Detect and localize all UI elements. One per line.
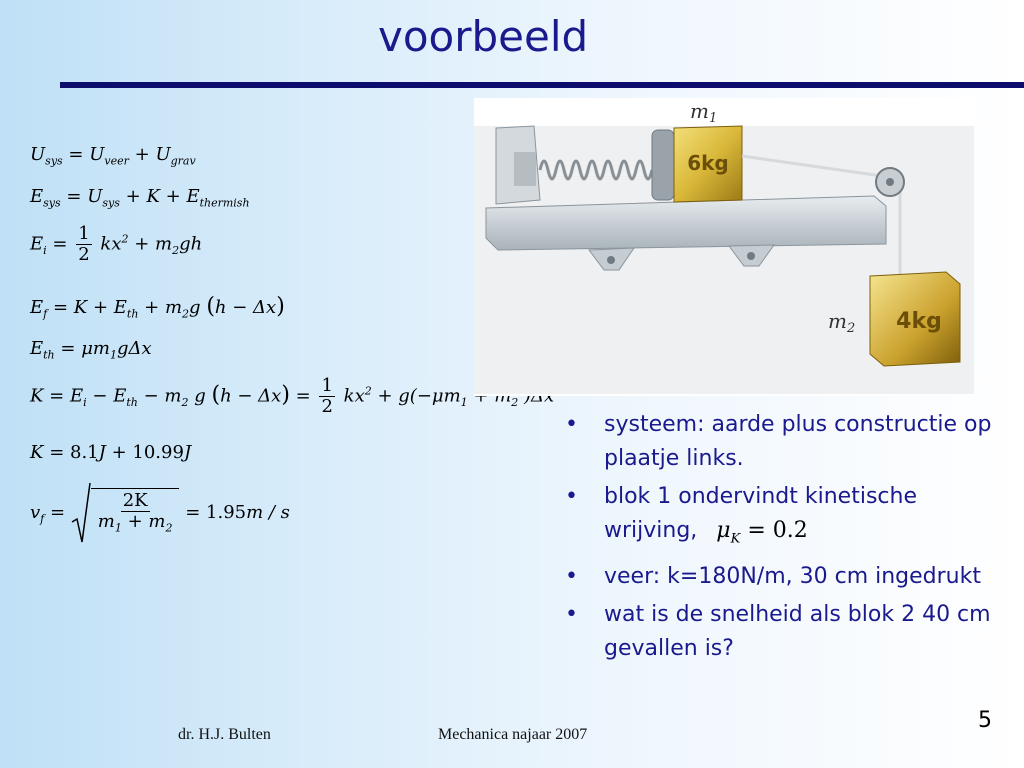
equation-k-result: K = 8.1J + 10.99J: [30, 442, 192, 463]
bullet-item-spring: • veer: k=180N/m, 30 cm ingedrukt: [565, 564, 981, 590]
setup-illustration: 6kg 4kg m1 m2: [474, 98, 974, 396]
m1-label: m1: [690, 99, 717, 126]
bullet-list: • systeem: aarde plus constructie op pla…: [565, 408, 1005, 670]
footer-course: Mechanica najaar 2007: [438, 726, 588, 743]
spring: [538, 159, 654, 181]
table-plank: [485, 195, 887, 251]
equation-final-velocity: vf = 2K m1 + m2 = 1.95m / s: [30, 482, 290, 544]
spring-block-pulley-diagram: 6kg 4kg m1 m2: [474, 99, 974, 394]
bullet-item-system: • systeem: aarde plus constructie op pla…: [565, 412, 992, 471]
block-m1-mass-label: 6kg: [687, 151, 729, 175]
rope-horizontal: [741, 154, 883, 178]
equation-e-thermal: Eth = μm1gΔx: [30, 338, 152, 362]
block-m2: [869, 271, 961, 367]
footer-author: dr. H.J. Bulten: [178, 726, 271, 743]
bracket-plate: [514, 152, 536, 186]
leg-bolt-right: [747, 252, 755, 260]
block-m1: [673, 125, 743, 203]
block-m2-mass-label: 4kg: [896, 309, 942, 334]
bullet-item-question: • wat is de snelheid als blok 2 40 cm ge…: [565, 602, 991, 662]
equation-e-final: Ef = K + Eth + m2g (h − Δx): [30, 294, 285, 321]
equation-e-sys: Esys = Usys + K + Ethermish: [30, 186, 250, 210]
pulley-axle: [886, 178, 894, 186]
slide-title: voorbeeld: [378, 12, 589, 61]
spring-plate: [651, 129, 675, 201]
sqrt-sign-icon: [71, 482, 91, 543]
leg-bolt-left: [607, 256, 615, 264]
page-number: 5: [978, 708, 992, 733]
bullet-item-friction: • blok 1 ondervindt kinetische wrijving,…: [565, 484, 917, 547]
equation-u-sys: Usys = Uveer + Ugrav: [30, 144, 196, 168]
friction-coefficient: μK = 0.2: [716, 518, 808, 547]
title-divider: [60, 82, 1024, 88]
m2-label: m2: [828, 309, 855, 336]
